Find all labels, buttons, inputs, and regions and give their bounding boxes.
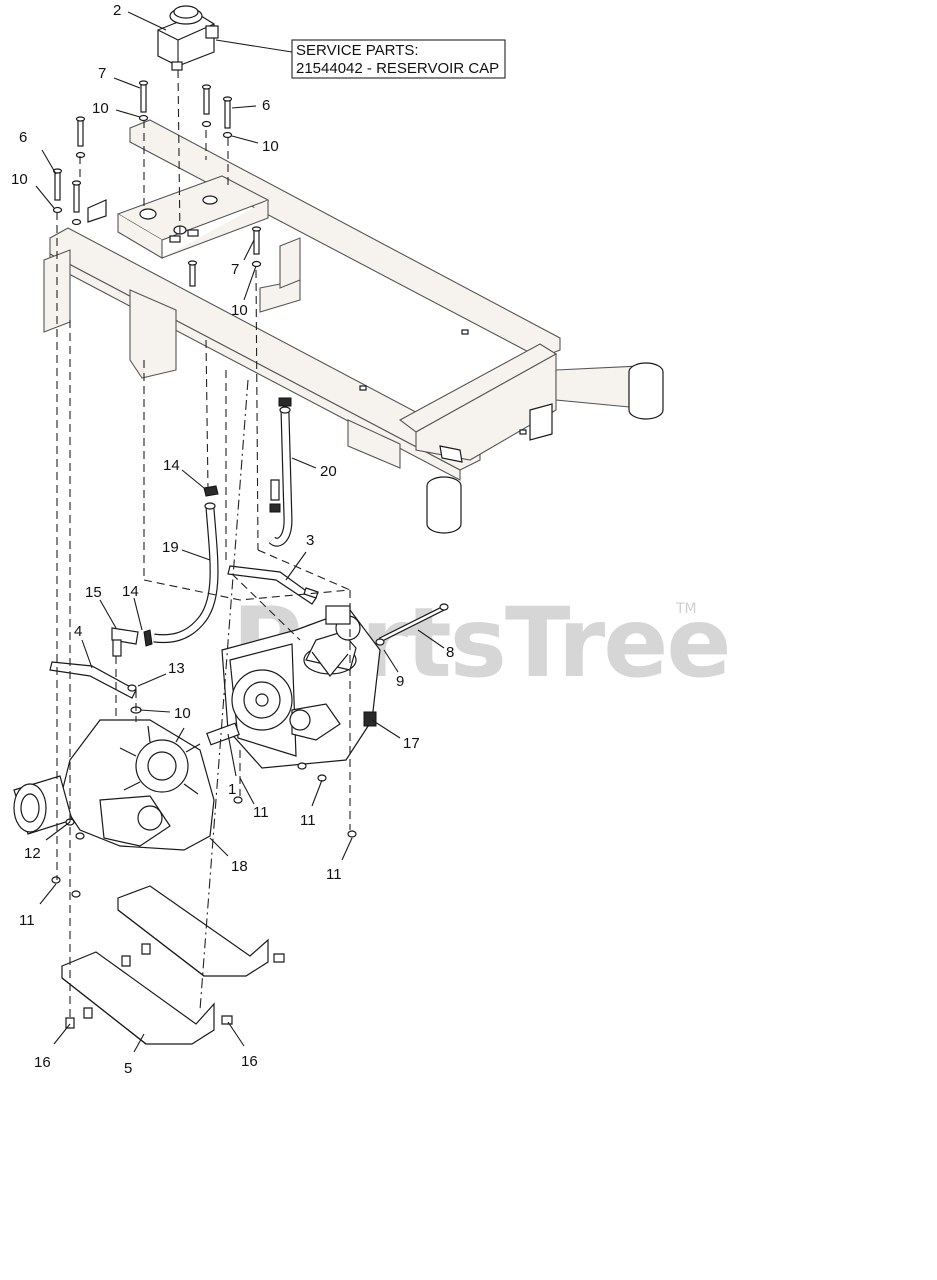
callout-11: 11 xyxy=(300,812,316,829)
service-parts-box: SERVICE PARTS: 21544042 - RESERVOIR CAP xyxy=(215,39,506,79)
callout-6: 6 xyxy=(19,129,27,146)
callout-3: 3 xyxy=(306,532,314,549)
callout-10: 10 xyxy=(92,100,109,117)
callout-13: 13 xyxy=(168,660,185,677)
callout-14: 14 xyxy=(122,583,139,600)
assembly-lines xyxy=(56,69,351,1020)
callout-8: 8 xyxy=(446,644,454,661)
callout-10: 10 xyxy=(174,705,191,722)
callout-18: 18 xyxy=(231,858,248,875)
callout-7: 7 xyxy=(231,261,239,278)
leader-lines xyxy=(35,11,445,1053)
hoses xyxy=(111,397,293,657)
callout-4: 4 xyxy=(74,623,82,640)
callout-16: 16 xyxy=(241,1053,258,1070)
reservoir-tank xyxy=(157,5,219,71)
callout-11: 11 xyxy=(19,912,35,929)
callout-14: 14 xyxy=(163,457,180,474)
callout-7: 7 xyxy=(98,65,106,82)
callout-10: 10 xyxy=(11,171,28,188)
callout-15: 15 xyxy=(85,584,102,601)
watermark-trademark: TM xyxy=(675,601,697,617)
callout-1: 1 xyxy=(228,781,236,798)
callout-6: 6 xyxy=(262,97,270,114)
callout-11: 11 xyxy=(326,866,342,883)
callout-10: 10 xyxy=(262,138,279,155)
service-parts-item: 21544042 - RESERVOIR CAP xyxy=(296,60,499,77)
mower-frame xyxy=(43,119,664,534)
left-transaxle xyxy=(13,719,215,898)
mounting-bolts xyxy=(52,80,262,287)
skid-plates xyxy=(61,885,285,1045)
callout-9: 9 xyxy=(396,673,404,690)
callout-2: 2 xyxy=(113,2,121,19)
callout-12: 12 xyxy=(24,845,41,862)
service-parts-heading: SERVICE PARTS: xyxy=(296,42,419,59)
long-bolt xyxy=(375,603,449,646)
callout-19: 19 xyxy=(162,539,179,556)
callout-labels: 2 7 10 6 10 6 10 7 10 14 20 19 3 15 14 4… xyxy=(11,2,454,1077)
callout-11: 11 xyxy=(253,804,269,821)
callout-10: 10 xyxy=(231,302,248,319)
callout-16: 16 xyxy=(34,1054,51,1071)
callout-20: 20 xyxy=(320,463,337,480)
callout-17: 17 xyxy=(403,735,420,752)
callout-5: 5 xyxy=(124,1060,132,1077)
